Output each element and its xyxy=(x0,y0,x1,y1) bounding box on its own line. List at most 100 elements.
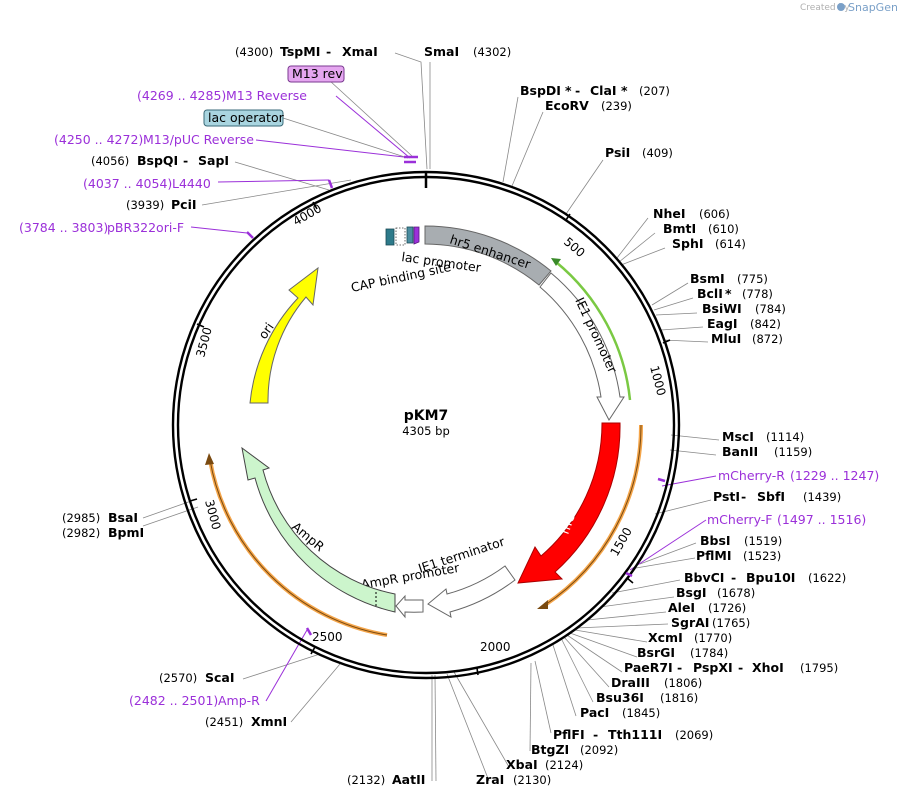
svg-text:BbsI: BbsI xyxy=(700,533,731,548)
svg-text:ZraI: ZraI xyxy=(476,772,504,787)
site-pcii[interactable]: (3939) PciI xyxy=(126,197,197,212)
svg-text:(2130): (2130) xyxy=(513,773,551,787)
site-xbai[interactable]: XbaI (2124) xyxy=(506,757,583,772)
site-ecorv[interactable]: EcoRV (239) xyxy=(545,98,632,113)
m13-rev-box[interactable] xyxy=(287,65,345,83)
svg-text:BtgZI: BtgZI xyxy=(531,742,569,757)
svg-text:(2985): (2985) xyxy=(62,511,100,525)
svg-text:MluI: MluI xyxy=(711,331,741,346)
site-psii[interactable]: PsiI (409) xyxy=(605,145,673,160)
primer-m13-reverse[interactable]: (4269 .. 4285) M13 Reverse xyxy=(137,88,307,103)
ampr-promoter-label: AmpR promoter xyxy=(360,560,461,592)
site-bspqi-sapi[interactable]: (4056) BspQI - SapI xyxy=(91,153,229,168)
m13-rev-feature[interactable] xyxy=(413,226,420,245)
site-bsiwi[interactable]: BsiWI (784) xyxy=(702,301,786,316)
site-pflmi[interactable]: PflMI (1523) xyxy=(696,548,781,563)
svg-text:SapI: SapI xyxy=(198,153,229,168)
mcherry-feature[interactable] xyxy=(517,422,621,584)
svg-text:pBR322ori-F: pBR322ori-F xyxy=(107,220,184,235)
svg-text:DraIII: DraIII xyxy=(611,675,650,690)
amp-r-primer-mark xyxy=(305,627,313,636)
site-alei[interactable]: AleI (1726) xyxy=(668,600,746,615)
svg-text:(3784 .. 3803): (3784 .. 3803) xyxy=(19,220,108,235)
site-psti-sbfi[interactable]: PstI - SbfI (1439) xyxy=(713,489,841,504)
site-zrai[interactable]: ZraI (2130) xyxy=(476,772,551,787)
site-bsu36i[interactable]: Bsu36I (1816) xyxy=(596,690,698,705)
svg-text:-: - xyxy=(593,727,598,742)
site-bpmi[interactable]: (2982) BpmI xyxy=(62,525,144,540)
site-banii[interactable]: BanII (1159) xyxy=(722,444,812,459)
ie1-terminator-feature[interactable] xyxy=(427,565,516,618)
primer-l4440[interactable]: (4037 .. 4054) L4440 xyxy=(83,176,211,191)
site-bbsi[interactable]: BbsI (1519) xyxy=(700,533,782,548)
primer-mcherry-r[interactable]: mCherry-R (1229 .. 1247) xyxy=(718,468,879,483)
site-mlui[interactable]: MluI (872) xyxy=(711,331,783,346)
site-xmni[interactable]: (2451) XmnI xyxy=(205,714,287,729)
tick-marks xyxy=(189,201,671,676)
site-bsai[interactable]: (2985) BsaI xyxy=(62,510,138,525)
svg-text:*: * xyxy=(565,83,572,98)
plasmid-size: 4305 bp xyxy=(402,424,450,438)
svg-text:XhoI: XhoI xyxy=(752,660,784,675)
ori-feature[interactable] xyxy=(249,266,319,404)
svg-text:M13 Reverse: M13 Reverse xyxy=(226,88,307,103)
svg-text:BsaI: BsaI xyxy=(108,510,138,525)
site-btgzi[interactable]: BtgZI (2092) xyxy=(531,742,618,757)
svg-text:BpmI: BpmI xyxy=(108,525,144,540)
svg-text:XbaI: XbaI xyxy=(506,757,538,772)
m13-rev-box-label: M13 rev xyxy=(292,66,343,81)
site-bcli[interactable]: BclI * (778) xyxy=(697,286,773,301)
svg-text:BsiWI: BsiWI xyxy=(702,301,742,316)
primer-pbr322ori-f[interactable]: (3784 .. 3803) pBR322ori-F xyxy=(19,220,184,235)
primer-m13-puc-reverse[interactable]: (4250 .. 4272) M13/pUC Reverse xyxy=(54,132,254,147)
site-bbvci-bpu10i[interactable]: BbvCI - Bpu10I (1622) xyxy=(684,570,846,585)
site-bsmi[interactable]: BsmI (775) xyxy=(690,271,768,286)
site-bmti[interactable]: BmtI (610) xyxy=(663,221,739,236)
site-smai[interactable]: SmaI (4302) xyxy=(424,44,511,59)
site-tspmi-xmai[interactable]: (4300) TspMI - XmaI xyxy=(235,44,378,59)
ampr-feature[interactable] xyxy=(241,446,396,613)
svg-text:BsrGI: BsrGI xyxy=(637,645,675,660)
site-sphi[interactable]: SphI (614) xyxy=(672,236,746,251)
orf-green-arc xyxy=(555,261,632,401)
ampr-promoter-feature[interactable] xyxy=(395,594,424,619)
site-scai[interactable]: (2570) ScaI xyxy=(159,670,235,685)
site-paci[interactable]: PacI (1845) xyxy=(580,705,660,720)
lac-promoter-feature[interactable] xyxy=(395,227,406,246)
svg-text:PstI: PstI xyxy=(713,489,740,504)
tick-2500: 2500 xyxy=(312,630,343,644)
site-draiii[interactable]: DraIII (1806) xyxy=(611,675,702,690)
site-paer7i-pspxi-xhoi[interactable]: PaeR7I - PspXI - XhoI (1795) xyxy=(624,660,838,675)
site-bsgi[interactable]: BsgI (1678) xyxy=(676,585,755,600)
cap-binding-site-feature[interactable] xyxy=(385,228,395,246)
svg-text:*: * xyxy=(621,83,628,98)
site-eagi[interactable]: EagI (842) xyxy=(707,316,781,331)
primer-amp-r[interactable]: (2482 .. 2501) Amp-R xyxy=(129,693,260,708)
svg-text:-: - xyxy=(326,44,331,59)
svg-text:XcmI: XcmI xyxy=(648,630,683,645)
svg-text:SbfI: SbfI xyxy=(757,489,785,504)
lac-operator-box[interactable] xyxy=(203,109,284,127)
site-bsrgi[interactable]: BsrGI (1784) xyxy=(637,645,728,660)
ie1-promoter-feature[interactable] xyxy=(539,272,625,421)
svg-text:(775): (775) xyxy=(737,272,768,286)
svg-text:(872): (872) xyxy=(752,332,783,346)
hr5-enhancer-feature[interactable] xyxy=(424,225,552,286)
lac-operator-feature[interactable] xyxy=(406,226,414,244)
primer-mcherry-f[interactable]: mCherry-F (1497 .. 1516) xyxy=(707,512,866,527)
svg-text:(2092): (2092) xyxy=(580,743,618,757)
site-pflfi-tth111i[interactable]: PflFI - Tth111I (2069) xyxy=(553,727,713,742)
site-msci[interactable]: MscI (1114) xyxy=(722,429,804,444)
site-aatii[interactable]: (2132) AatII xyxy=(347,772,425,787)
mcherry-r-primer-mark xyxy=(657,477,666,483)
site-sgrai[interactable]: SgrAI (1765) xyxy=(671,615,750,630)
svg-text:-: - xyxy=(731,570,736,585)
site-nhei[interactable]: NheI (606) xyxy=(653,206,730,221)
tick-500: 500 xyxy=(561,235,588,260)
svg-text:(1726): (1726) xyxy=(708,601,746,615)
svg-text:(2482 .. 2501): (2482 .. 2501) xyxy=(129,693,218,708)
svg-text:-: - xyxy=(738,660,743,675)
svg-text:ScaI: ScaI xyxy=(205,670,235,685)
site-xcmi[interactable]: XcmI (1770) xyxy=(648,630,732,645)
site-bspdi-clai[interactable]: BspDI * - ClaI * (207) xyxy=(520,83,670,98)
